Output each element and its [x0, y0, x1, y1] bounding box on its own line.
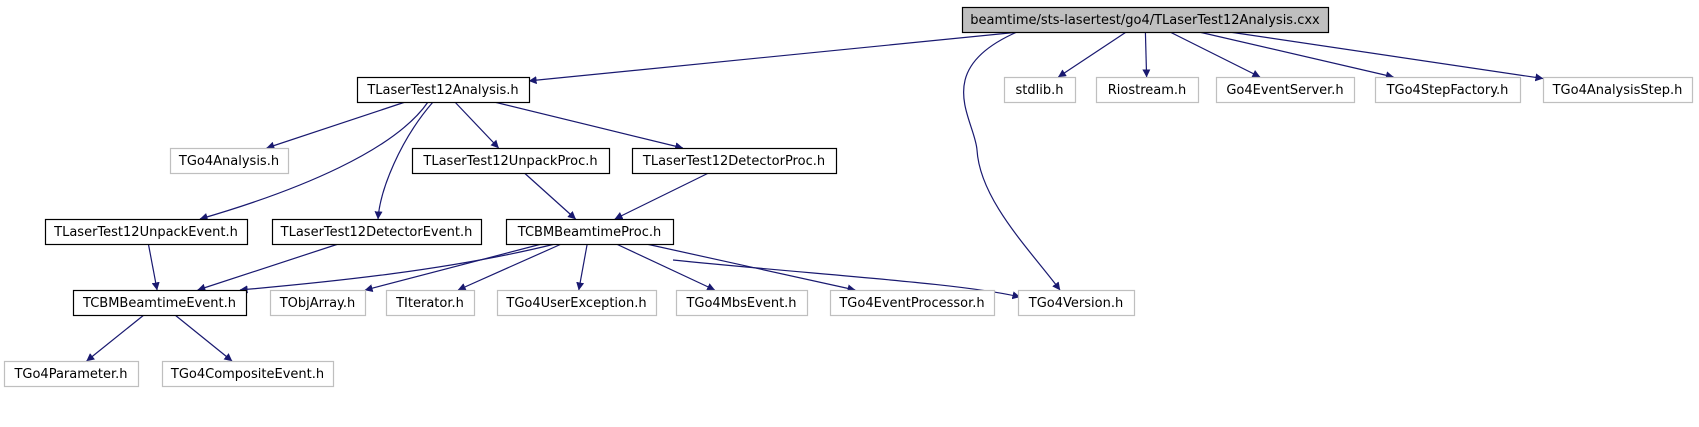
node-go4mbsevent: TGo4MbsEvent.h [675, 289, 809, 317]
node-box [1017, 289, 1136, 317]
node-go4version: TGo4Version.h [1017, 289, 1136, 317]
node-label: TLaserTest12DetectorEvent.h [280, 225, 473, 240]
edge-analysis_h-to-unpackproc [454, 101, 500, 149]
node-label: TIterator.h [395, 296, 464, 311]
node-titerator: TIterator.h [385, 289, 476, 317]
node-label: TCBMBeamtimeProc.h [517, 225, 661, 240]
edge-beamtimeproc-to-go4userexception [576, 243, 588, 291]
node-box [675, 289, 809, 317]
node-tobjarray: TObjArray.h [269, 289, 367, 317]
edge-analysis_h-to-go4analysis [266, 101, 406, 150]
node-analysis_h[interactable]: TLaserTest12Analysis.h [356, 76, 531, 104]
node-go4compositeevent: TGo4CompositeEvent.h [161, 360, 335, 388]
node-beamtimeproc[interactable]: TCBMBeamtimeProc.h [505, 218, 675, 246]
node-label: TGo4AnalysisStep.h [1552, 83, 1683, 98]
node-label: TGo4Parameter.h [13, 367, 127, 382]
node-label: TLaserTest12UnpackProc.h [422, 154, 597, 169]
edge-beamtimeproc-to-tobjarray [364, 243, 542, 293]
edge-analysis_h-to-detectorevent [374, 101, 434, 220]
node-label: TGo4MbsEvent.h [685, 296, 796, 311]
node-label: TGo4EventProcessor.h [838, 296, 984, 311]
node-label: stdlib.h [1016, 83, 1064, 98]
node-box [961, 6, 1330, 34]
node-label: TGo4Version.h [1028, 296, 1123, 311]
edge-detectorproc-to-beamtimeproc [614, 172, 709, 220]
node-label: TGo4UserException.h [505, 296, 646, 311]
node-label: beamtime/sts-lasertest/go4/TLaserTest12A… [970, 13, 1320, 28]
node-riostream: Riostream.h [1095, 76, 1200, 104]
edge-beamtimeproc-to-titerator [457, 243, 562, 291]
node-label: TGo4StepFactory.h [1386, 83, 1509, 98]
node-label: TCBMBeamtimeEvent.h [82, 296, 236, 311]
node-beamtimeevent[interactable]: TCBMBeamtimeEvent.h [72, 289, 248, 317]
edge-root-to-go4analysisstep [1229, 31, 1544, 82]
node-label: Go4EventServer.h [1226, 83, 1343, 98]
edge-root-to-riostream [1142, 31, 1151, 78]
node-box [356, 76, 531, 104]
node-go4stepfactory: TGo4StepFactory.h [1374, 76, 1522, 104]
node-box [3, 360, 140, 388]
node-detectorevent[interactable]: TLaserTest12DetectorEvent.h [271, 218, 483, 246]
node-box [161, 360, 335, 388]
node-label: TLaserTest12UnpackEvent.h [53, 225, 238, 240]
edge-unpackevent-to-beamtimeevent [147, 243, 160, 291]
node-box [1003, 76, 1077, 104]
node-box [505, 218, 675, 246]
node-go4analysisstep: TGo4AnalysisStep.h [1542, 76, 1694, 104]
edge-detectorevent-to-beamtimeevent [197, 243, 339, 292]
node-box [44, 218, 249, 246]
node-box [411, 147, 611, 175]
node-box [496, 289, 658, 317]
edge-analysis_h-to-unpackevent [199, 101, 429, 221]
edge-root-to-analysis_h [528, 31, 1020, 85]
node-go4userexception: TGo4UserException.h [496, 289, 658, 317]
node-box [1095, 76, 1200, 104]
edge-root-to-go4stepfactory [1198, 31, 1394, 80]
node-label: TGo4Analysis.h [178, 154, 279, 169]
node-box [169, 147, 290, 175]
node-go4eventserver: Go4EventServer.h [1215, 76, 1356, 104]
edge-beamtimeevent-to-go4parameter [86, 314, 145, 362]
edge-root-to-stdlib [1057, 31, 1127, 78]
node-label: Riostream.h [1108, 83, 1187, 98]
node-label: TGo4CompositeEvent.h [170, 367, 324, 382]
edge-beamtimeproc-to-go4mbsevent [616, 243, 716, 291]
edge-beamtimeevent-to-go4compositeevent [174, 314, 233, 362]
node-go4eventprocessor: TGo4EventProcessor.h [829, 289, 996, 317]
edge-root-to-go4version [963, 31, 1061, 291]
node-root[interactable]: beamtime/sts-lasertest/go4/TLaserTest12A… [961, 6, 1330, 34]
node-box [631, 147, 838, 175]
node-go4analysis: TGo4Analysis.h [169, 147, 290, 175]
node-box [72, 289, 248, 317]
nodes-layer: beamtime/sts-lasertest/go4/TLaserTest12A… [3, 6, 1694, 388]
node-label: TLaserTest12Analysis.h [366, 83, 518, 98]
node-box [271, 218, 483, 246]
node-box [1215, 76, 1356, 104]
edge-unpackproc-to-beamtimeproc [523, 172, 577, 220]
node-detectorproc[interactable]: TLaserTest12DetectorProc.h [631, 147, 838, 175]
edge-analysis_h-to-detectorproc [494, 101, 684, 151]
node-unpackproc[interactable]: TLaserTest12UnpackProc.h [411, 147, 611, 175]
node-go4parameter: TGo4Parameter.h [3, 360, 140, 388]
node-box [1374, 76, 1522, 104]
node-unpackevent[interactable]: TLaserTest12UnpackEvent.h [44, 218, 249, 246]
node-label: TObjArray.h [279, 296, 356, 311]
node-box [829, 289, 996, 317]
edge-root-to-go4eventserver [1169, 31, 1261, 78]
node-box [1542, 76, 1694, 104]
node-box [385, 289, 476, 317]
edge-beamtimeproc-to-beamtimeevent [239, 243, 556, 294]
node-box [269, 289, 367, 317]
node-stdlib: stdlib.h [1003, 76, 1077, 104]
node-label: TLaserTest12DetectorProc.h [642, 154, 825, 169]
